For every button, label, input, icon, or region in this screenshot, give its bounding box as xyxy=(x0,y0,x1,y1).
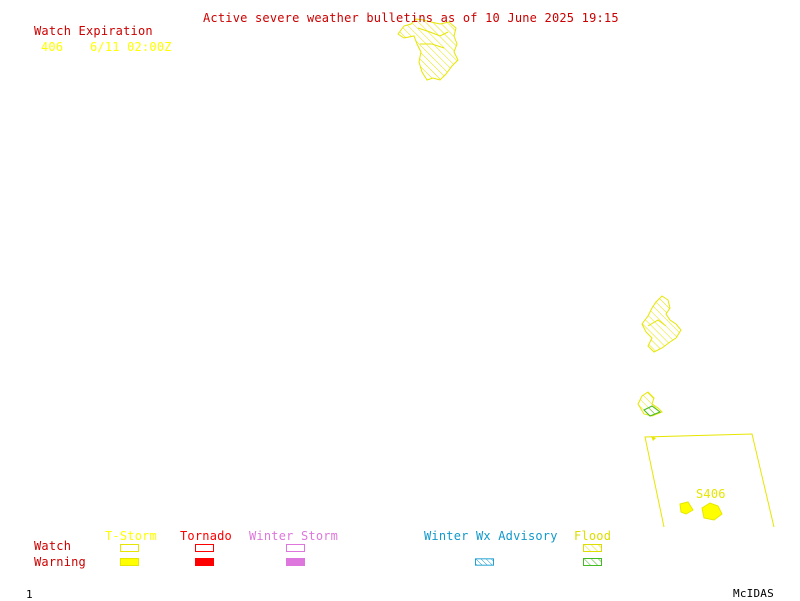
flood-watch-area-north xyxy=(397,18,459,81)
legend-label-winter-advisory: Winter Wx Advisory xyxy=(424,529,558,543)
legend-swatch-flood-watch xyxy=(583,544,602,552)
legend-swatch-tornado-warning xyxy=(195,558,214,566)
frame-number: 1 xyxy=(26,588,33,601)
legend-row-watch: Watch xyxy=(34,539,72,553)
watch-polygon-label: S406 xyxy=(696,487,726,501)
flood-watch-area-east xyxy=(641,295,682,353)
flood-area-small xyxy=(637,391,663,417)
watch-406-polygon xyxy=(644,433,775,528)
legend-swatch-winter-storm-watch xyxy=(286,544,305,552)
legend-label-flood: Flood xyxy=(574,529,612,543)
legend-label-tornado: Tornado xyxy=(180,529,232,543)
legend-swatch-tstorm-warning xyxy=(120,558,139,566)
watch-number: 406 xyxy=(41,40,64,54)
legend-label-tstorm: T-Storm xyxy=(105,529,157,543)
legend-swatch-tstorm-watch xyxy=(120,544,139,552)
legend-row-warning: Warning xyxy=(34,555,86,569)
legend-swatch-tornado-watch xyxy=(195,544,214,552)
bulletin-title: Active severe weather bulletins as of 10… xyxy=(203,11,619,25)
brand-label: McIDAS xyxy=(733,587,774,600)
legend-swatch-winter-storm-warning xyxy=(286,558,305,566)
legend-label-winter-storm: Winter Storm xyxy=(249,529,339,543)
legend-swatch-flood-warning xyxy=(583,558,602,566)
legend-swatch-winter-advisory-warning xyxy=(475,558,494,566)
tstorm-warnings xyxy=(679,501,723,521)
watch-expiration-time: 6/11 02:00Z xyxy=(90,40,172,54)
watch-expiration-header: Watch Expiration xyxy=(34,24,153,38)
